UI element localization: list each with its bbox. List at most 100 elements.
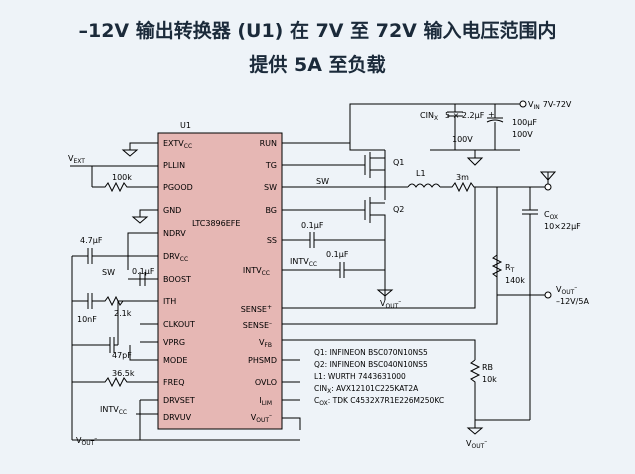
rsense-value: 3m: [456, 173, 469, 182]
r-ith-value: 2.1k: [114, 309, 132, 318]
pin-freq: FREQ: [163, 378, 185, 387]
gnd-pin-ground-icon: [131, 209, 158, 224]
r-pgood: [91, 166, 158, 193]
cox-value: 10×22µF: [544, 222, 581, 231]
cox-cap: [522, 187, 538, 420]
sense-n-wire: [282, 187, 498, 325]
pin-pgood: PGOOD: [163, 183, 193, 192]
cbulk-plus: +: [488, 110, 495, 119]
cin-volt: 100V: [452, 135, 473, 144]
q2-ground-icon: [376, 280, 394, 297]
r-freq: [72, 376, 158, 388]
title-line-1: –12V 输出转换器 (U1) 在 7V 至 72V 输入电压范围内: [78, 20, 557, 42]
pin-pllin: PLLIN: [163, 161, 185, 170]
run-vin-wire: [282, 103, 520, 144]
title-line-2: 提供 5A 至负载: [249, 54, 386, 76]
ic-body: [157, 132, 283, 430]
drvset-wire: [139, 399, 158, 440]
boost-sw-label: SW: [102, 268, 115, 277]
pin-ss: SS: [267, 236, 277, 245]
c-ith2: [72, 301, 119, 353]
ic-part: LTC3896EFE: [192, 219, 240, 228]
pin-drvset: DRVSET: [163, 396, 195, 405]
c-ss: [282, 232, 385, 248]
pin-phsmd: PHSMD: [248, 356, 277, 365]
vout-out-value: –12V/5A: [556, 297, 589, 306]
pin-vprg: VPRG: [163, 338, 185, 347]
note-q1: Q1: INFINEON BSC070N10NS5: [314, 348, 428, 357]
vext-label: VEXT: [68, 154, 85, 165]
pin-clkout: CLKOUT: [163, 320, 195, 329]
ith-network: [72, 293, 158, 309]
c-ith2-value: 47pF: [112, 351, 132, 360]
l1-label: L1: [416, 169, 426, 178]
pin-run: RUN: [260, 139, 277, 148]
pin-sense-p: SENSE+: [241, 304, 272, 314]
vout-bottom-left-label: VOUT–: [76, 435, 97, 447]
l1-inductor: [407, 183, 441, 188]
pin-extvcc: EXTVCC: [163, 139, 192, 150]
intvcc-net-label: INTVCC: [290, 257, 317, 268]
q2-label: Q2: [393, 205, 404, 214]
cbulk-volt: 100V: [512, 130, 533, 139]
c-ndrv-value: 4.7µF: [80, 236, 103, 245]
c-boost: [139, 272, 146, 286]
pin-ilim: ILIM: [259, 396, 272, 407]
note-l1: L1: WURTH 7443631000: [314, 372, 406, 381]
q2-mosfet: [282, 187, 386, 250]
rt-value: 140k: [505, 276, 525, 285]
pin-drvuv: DRVUV: [163, 413, 192, 422]
sense-p-wire: [282, 187, 476, 309]
ndrv-drvcc-wire: [127, 232, 158, 257]
cin-ground-icon: [466, 150, 484, 166]
pin-gnd: GND: [163, 206, 181, 215]
pin-boost: BOOST: [163, 275, 191, 284]
pin-vfb: VFB: [259, 338, 272, 349]
pin-ovlo: OVLO: [255, 378, 277, 387]
cin-value: 5 × 2.2µF: [445, 111, 485, 120]
pin-ndrv: NDRV: [163, 229, 186, 238]
vfb-wire: [282, 339, 476, 360]
pin-sense-n: SENSE–: [243, 320, 272, 330]
rb-ground-icon: [466, 420, 484, 435]
pin-mode: MODE: [163, 356, 187, 365]
cbulk-value: 100µF: [512, 118, 537, 127]
c-intvcc: [282, 262, 385, 278]
out-top-ground-icon: [539, 171, 557, 185]
sw-net-label: SW: [316, 177, 329, 186]
q1-mosfet: [282, 152, 386, 182]
vout-neg-ground-label: VOUT–: [380, 298, 401, 310]
pin-tg: TG: [265, 161, 277, 170]
note-cin: CINX: AVX12101C225KAT2A: [314, 384, 419, 395]
clkout-vprg-mode-stubs: [129, 323, 158, 361]
extvcc-ground-icon: [121, 142, 158, 157]
r-freq-value: 36.5k: [112, 369, 135, 378]
pin-ith: ITH: [163, 297, 176, 306]
rt-name: RT: [505, 263, 515, 274]
rb-resistor: [469, 359, 530, 421]
c-ss-value: 0.1µF: [301, 221, 324, 230]
rsense-resistor: [440, 181, 548, 193]
vout-out-terminal: [544, 291, 552, 299]
vout-out-label: VOUT–: [556, 284, 577, 296]
vout-top-terminal: [544, 183, 552, 191]
right-pin-stubs: [282, 359, 301, 430]
rb-value: 10k: [482, 375, 497, 384]
ic-ref: U1: [180, 121, 191, 130]
pin-bg: BG: [265, 206, 277, 215]
sw-wire: [282, 182, 408, 188]
q1-label: Q1: [393, 158, 404, 167]
cbulk-cap: [486, 104, 504, 150]
boost-wire: [127, 256, 158, 280]
vout-bottom-right-label: VOUT–: [466, 438, 487, 450]
vin-terminal: [519, 100, 527, 108]
c-int-value: 0.1µF: [326, 250, 349, 259]
rt-resistor: [491, 254, 503, 278]
c-ndrv: [72, 248, 128, 264]
pin-intvcc: INTVCC: [243, 266, 270, 277]
r-pgood-value: 100k: [112, 173, 132, 182]
note-cox: COX: TDK C4532X7R1E226M250KC: [314, 396, 444, 407]
cin-name: CINX: [420, 111, 438, 122]
